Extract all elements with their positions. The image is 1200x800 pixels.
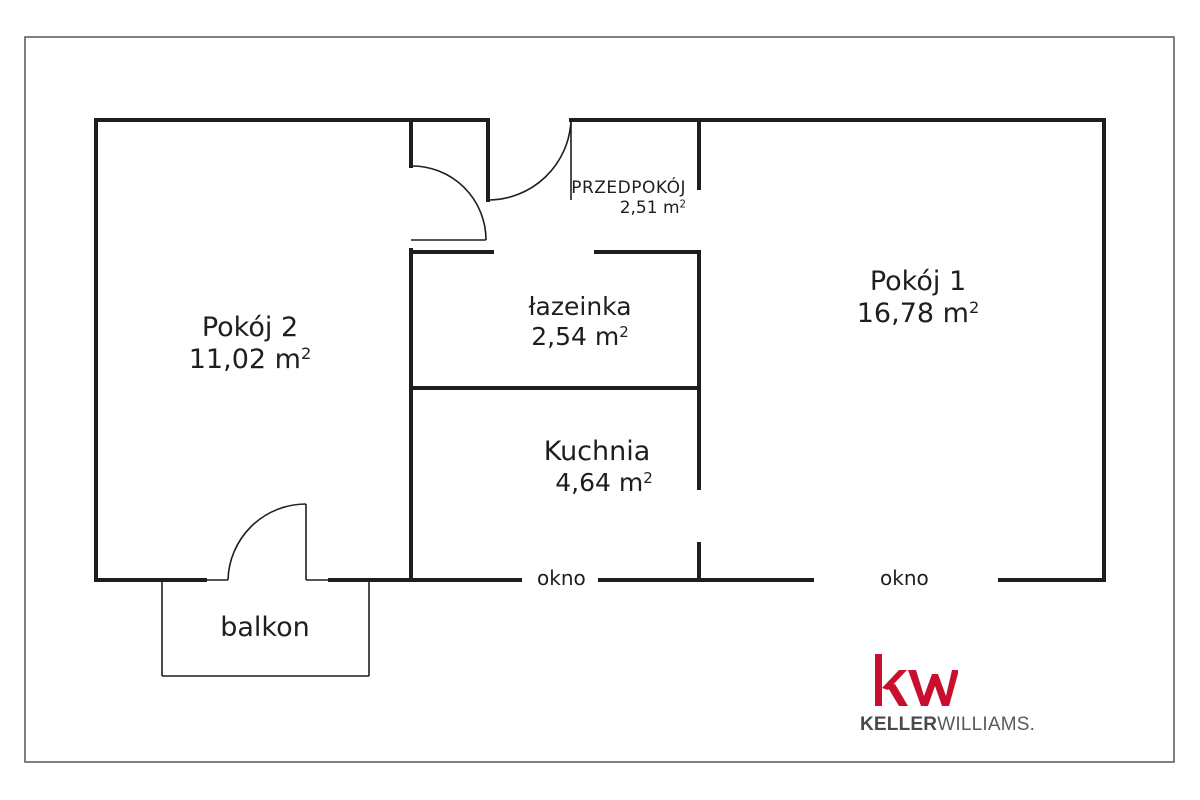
room-name: PRZEDPOKÓJ	[571, 178, 686, 198]
keller-williams-wordmark: KELLERWILLIAMS.	[860, 714, 1036, 735]
room-area: 2,51 m2	[619, 198, 686, 219]
balcony	[161, 580, 370, 677]
window-label-right: okno	[880, 566, 929, 590]
room-label-balkon: balkon	[165, 612, 365, 644]
room-area: 11,02 m2	[188, 344, 312, 376]
window-label-left: okno	[537, 566, 586, 590]
room-name: łazeinka	[528, 292, 632, 321]
kw-logo-mark	[875, 654, 958, 706]
room-label-pokoj-2: Pokój 2 11,02 m2	[150, 312, 350, 377]
room-name: Pokój 2	[201, 312, 299, 343]
room-label-kuchnia: Kuchnia 4,64 m2	[497, 436, 697, 498]
room-label-przedpokoj: PRZEDPOKÓJ 2,51 m2	[530, 178, 700, 219]
keller-williams-logo: KELLERWILLIAMS.	[860, 652, 1060, 742]
room-label-pokoj-1: Pokój 1 16,78 m2	[818, 266, 1018, 331]
room-label-lazienka: łazeinka 2,54 m2	[480, 292, 680, 352]
doors	[205, 119, 572, 581]
room-area: 16,78 m2	[856, 298, 980, 330]
room-area: 2,54 m2	[531, 322, 629, 351]
room-name: balkon	[220, 612, 310, 643]
room-name: Kuchnia	[543, 436, 651, 467]
room-name: Pokój 1	[869, 266, 967, 297]
room-area: 4,64 m2	[555, 468, 653, 498]
page-frame	[24, 36, 1175, 763]
walls	[94, 118, 1106, 582]
